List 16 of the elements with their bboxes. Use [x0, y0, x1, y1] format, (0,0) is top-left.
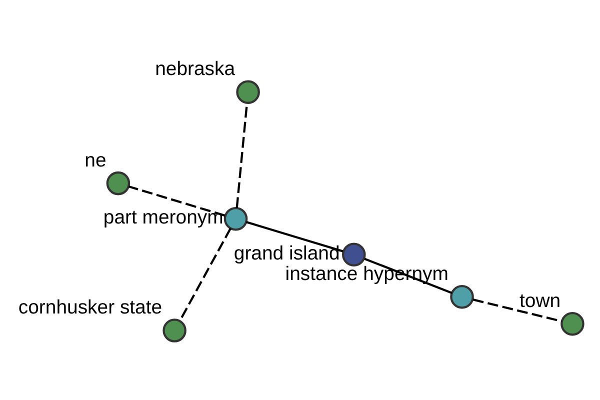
node-circle: [236, 80, 260, 104]
connector: [472, 298, 562, 322]
node-label: cornhusker state: [18, 296, 162, 318]
node-circle: [560, 312, 584, 336]
node-circle: [224, 206, 248, 230]
node-circle: [450, 284, 474, 308]
node-label: grand island: [234, 242, 340, 264]
node-label: part meronym: [103, 206, 224, 228]
node-label: ne: [84, 148, 106, 171]
node-circle: [106, 170, 130, 195]
connector: [246, 220, 344, 252]
node-circle: [162, 318, 186, 342]
connector: [128, 184, 226, 216]
node-circle: [342, 242, 366, 266]
node-label: town: [519, 290, 561, 312]
node-label: nebraska: [155, 58, 236, 80]
